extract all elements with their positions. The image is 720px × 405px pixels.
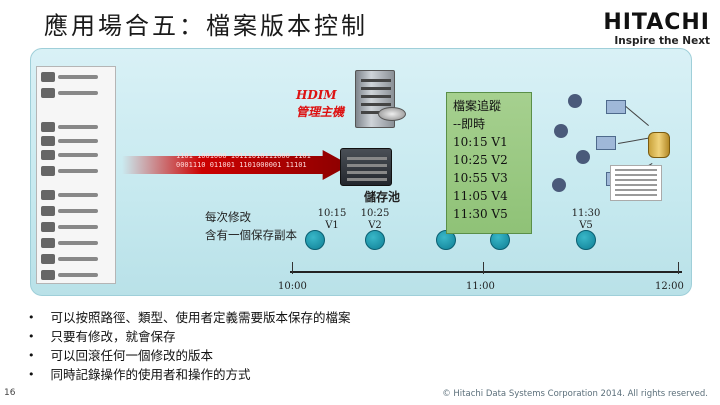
timeline-axis xyxy=(290,271,682,273)
hitachi-logo: HITACHI Inspire the Next xyxy=(603,12,710,47)
version-pin-v1[interactable] xyxy=(305,230,325,250)
user-icon xyxy=(552,178,566,192)
thumb-row xyxy=(41,269,113,281)
timeline-label: 11:00 xyxy=(466,281,495,292)
log-document-icon xyxy=(610,165,662,201)
manager-host-label: 管理主機 xyxy=(296,103,344,120)
thumb-row xyxy=(41,135,113,147)
bullet-text: 同時記錄操作的使用者和操作的方式 xyxy=(51,365,251,384)
thumb-row xyxy=(41,149,113,161)
timeline-tick xyxy=(678,262,679,274)
bullet-item: • 可以按照路徑、類型、使用者定義需要版本保存的檔案 xyxy=(28,308,351,327)
pin-time: 10:25 xyxy=(355,208,395,220)
bitstream-line: 1101 1001000 10111010111000 1101 xyxy=(176,152,346,161)
pin-time: 11:30 xyxy=(566,208,606,220)
bullet-dot-icon: • xyxy=(28,308,35,327)
callout-line: 10:25 V2 xyxy=(453,151,525,169)
thumb-row xyxy=(41,165,113,177)
bullet-dot-icon: • xyxy=(28,346,35,365)
callout-line: 10:15 V1 xyxy=(453,133,525,151)
user-icon xyxy=(554,124,568,138)
copy-note-line: 每次修改 xyxy=(205,208,297,226)
thumb-row xyxy=(41,237,113,249)
bullet-item: • 同時記錄操作的使用者和操作的方式 xyxy=(28,365,351,384)
callout-line: --即時 xyxy=(453,115,525,133)
pin-label-v2: 10:25 V2 xyxy=(355,208,395,232)
storage-pool-label: 儲存池 xyxy=(364,188,400,205)
thumb-row xyxy=(41,121,113,133)
user-icon xyxy=(576,150,590,164)
hdim-label: HDIM xyxy=(296,88,337,102)
storage-array-icon xyxy=(340,148,392,186)
callout-line: 11:05 V4 xyxy=(453,187,525,205)
network-link xyxy=(625,106,649,126)
thumb-row xyxy=(41,189,113,201)
timeline-tick xyxy=(292,262,293,274)
callout-line: 11:30 V5 xyxy=(453,205,525,223)
version-pin-v5[interactable] xyxy=(576,230,596,250)
timeline-label: 10:00 xyxy=(278,281,307,292)
bullet-dot-icon: • xyxy=(28,365,35,384)
user-icon xyxy=(568,94,582,108)
copyright-footer: © Hitachi Data Systems Corporation 2014.… xyxy=(442,389,708,399)
bullet-item: • 可以回滾任何一個修改的版本 xyxy=(28,346,351,365)
timeline-tick xyxy=(483,262,484,274)
bullet-text: 可以按照路徑、類型、使用者定義需要版本保存的檔案 xyxy=(51,308,351,327)
software-ui-thumbnail xyxy=(36,66,116,284)
logo-tagline: Inspire the Next xyxy=(603,35,710,47)
computer-icon xyxy=(596,136,616,150)
version-pin-v2[interactable] xyxy=(365,230,385,250)
slide-title: 應用場合五：檔案版本控制 xyxy=(44,6,368,41)
thumb-row xyxy=(41,71,113,83)
disk-icon xyxy=(378,107,406,121)
thumb-row xyxy=(41,87,113,99)
bullet-text: 只要有修改，就會保存 xyxy=(51,327,176,346)
bullet-text: 可以回滾任何一個修改的版本 xyxy=(51,346,214,365)
thumb-row xyxy=(41,205,113,217)
copy-note: 每次修改 含有一個保存副本 xyxy=(205,208,297,244)
pin-time: 10:15 xyxy=(312,208,352,220)
bitstream-line: 0001110 011001 1101000001 11101 xyxy=(176,161,346,170)
page-number: 16 xyxy=(4,388,15,398)
bitstream-text: 1101 1001000 10111010111000 1101 0001110… xyxy=(176,152,346,170)
bullet-dot-icon: • xyxy=(28,327,35,346)
logo-brand: HITACHI xyxy=(603,12,710,34)
callout-line: 10:55 V3 xyxy=(453,169,525,187)
timeline-label: 12:00 xyxy=(655,281,684,292)
pin-label-v1: 10:15 V1 xyxy=(312,208,352,232)
file-tracking-callout: 檔案追蹤 --即時 10:15 V1 10:25 V2 10:55 V3 11:… xyxy=(446,92,532,234)
computer-icon xyxy=(606,100,626,114)
copy-note-line: 含有一個保存副本 xyxy=(205,226,297,244)
pin-label-v5: 11:30 V5 xyxy=(566,208,606,232)
thumb-row xyxy=(41,253,113,265)
bullet-item: • 只要有修改，就會保存 xyxy=(28,327,351,346)
database-icon xyxy=(648,132,670,158)
callout-line: 檔案追蹤 xyxy=(453,97,525,115)
thumb-row xyxy=(41,221,113,233)
bullet-list: • 可以按照路徑、類型、使用者定義需要版本保存的檔案 • 只要有修改，就會保存 • 可… xyxy=(28,308,351,384)
